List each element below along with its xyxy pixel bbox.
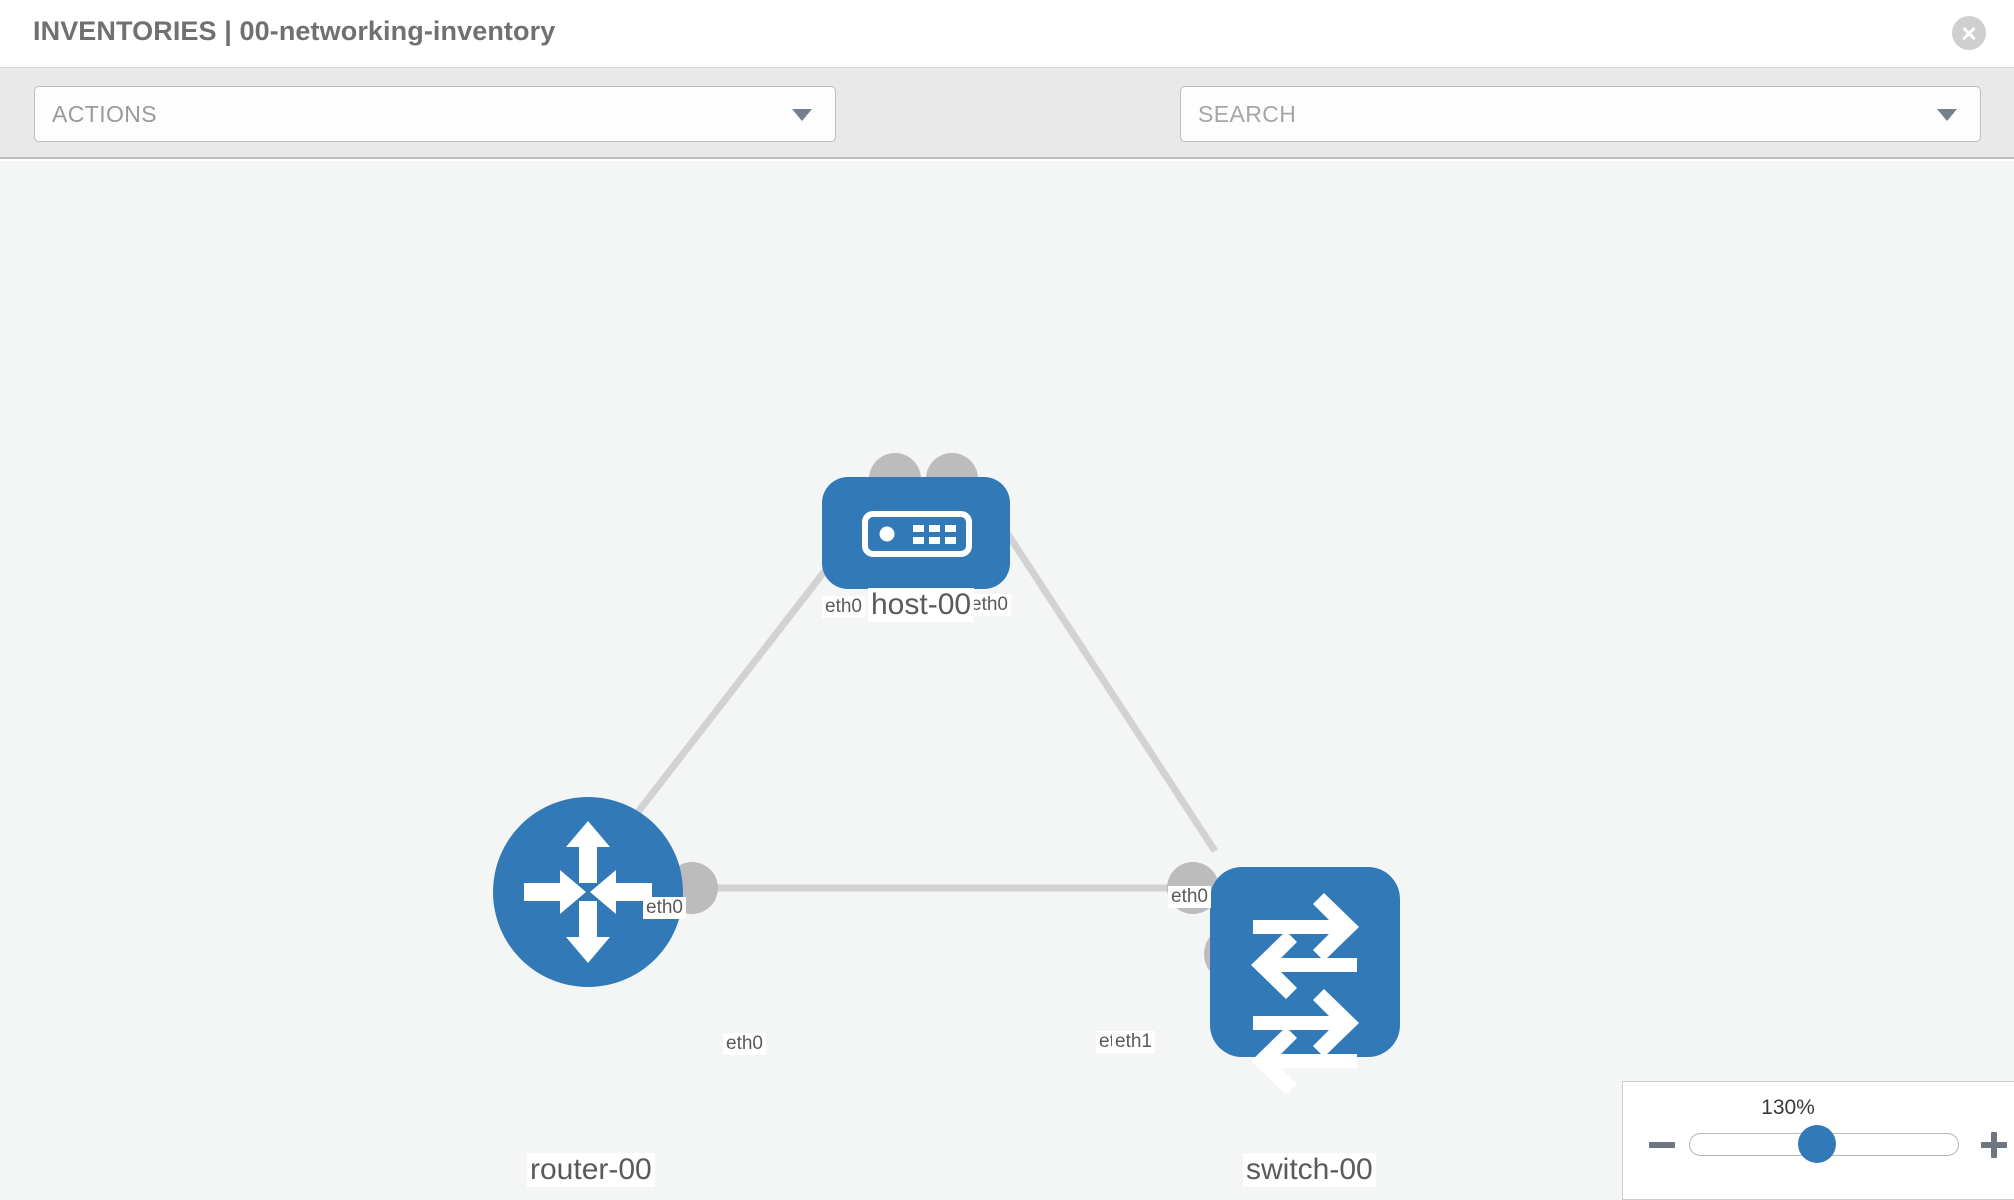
router-node-shape[interactable] (493, 797, 683, 987)
device-label-switch-00: switch-00 (1243, 1153, 1376, 1187)
search-placeholder: SEARCH (1198, 101, 1297, 127)
node-switch-00[interactable] (1210, 867, 1400, 1095)
iface-label: eth0 (968, 594, 1011, 616)
chevron-down-icon (792, 109, 812, 121)
minus-icon[interactable] (1647, 1130, 1677, 1160)
topology-graph (493, 453, 1400, 1095)
iface-label: eth0 (723, 1033, 766, 1055)
zoom-slider-thumb[interactable] (1798, 1125, 1836, 1163)
switch-arrows-icon (1251, 893, 1359, 1095)
device-label-host-00: host-00 (868, 588, 975, 622)
actions-dropdown[interactable]: ACTIONS (34, 86, 836, 142)
close-icon[interactable] (1952, 16, 1986, 50)
iface-label: eth0 (822, 596, 865, 618)
server-icon (862, 511, 972, 557)
node-host-00[interactable] (822, 477, 1010, 589)
iface-label: eth0 (643, 897, 686, 919)
iface-label: eth0 (1168, 886, 1211, 908)
iface-label: eth1 (1112, 1031, 1155, 1053)
page-header: INVENTORIES | 00-networking-inventory (0, 0, 2014, 68)
chevron-down-icon (1937, 109, 1957, 121)
search-input[interactable]: SEARCH (1180, 86, 1981, 142)
plus-icon[interactable] (1979, 1130, 2009, 1160)
node-router-00[interactable] (493, 797, 683, 987)
device-label-router-00: router-00 (527, 1153, 655, 1187)
zoom-level-value: 130% (1761, 1096, 1815, 1119)
host-node-shape[interactable] (822, 477, 1010, 589)
page-title: INVENTORIES | 00-networking-inventory (33, 16, 556, 46)
router-arrows-icon (524, 821, 652, 963)
topology-canvas[interactable]: eth0 eth0 eth0 eth0 eth0 eth0 eth1 host-… (0, 161, 2014, 1200)
actions-dropdown-label: ACTIONS (52, 101, 158, 127)
toolbar: ACTIONS SEARCH (0, 68, 2014, 200)
zoom-control-panel: 130% (1622, 1081, 2014, 1200)
